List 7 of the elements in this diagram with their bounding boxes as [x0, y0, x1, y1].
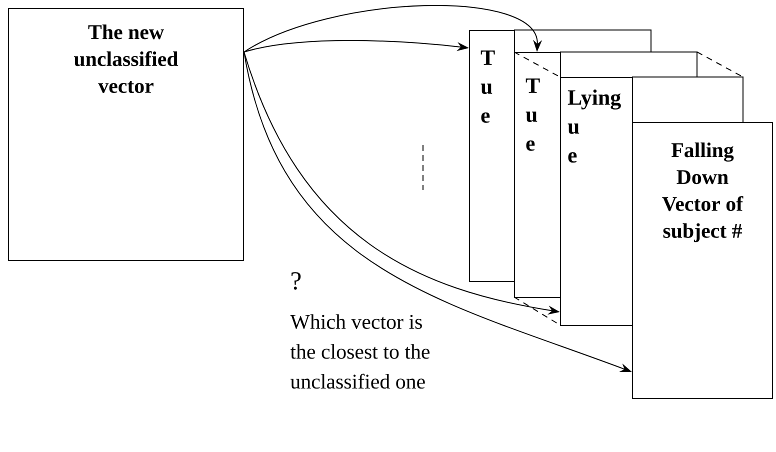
vector-card: T u e — [469, 30, 515, 282]
vector-card: T u e — [514, 52, 561, 298]
vector-card: Lying u e — [560, 77, 633, 326]
arrow — [244, 5, 542, 52]
question-mark: ? — [292, 272, 301, 290]
question-text: Which vector is the closest to the unclassified one — [290, 314, 430, 389]
vector-box: The new unclassified vector — [8, 8, 244, 261]
